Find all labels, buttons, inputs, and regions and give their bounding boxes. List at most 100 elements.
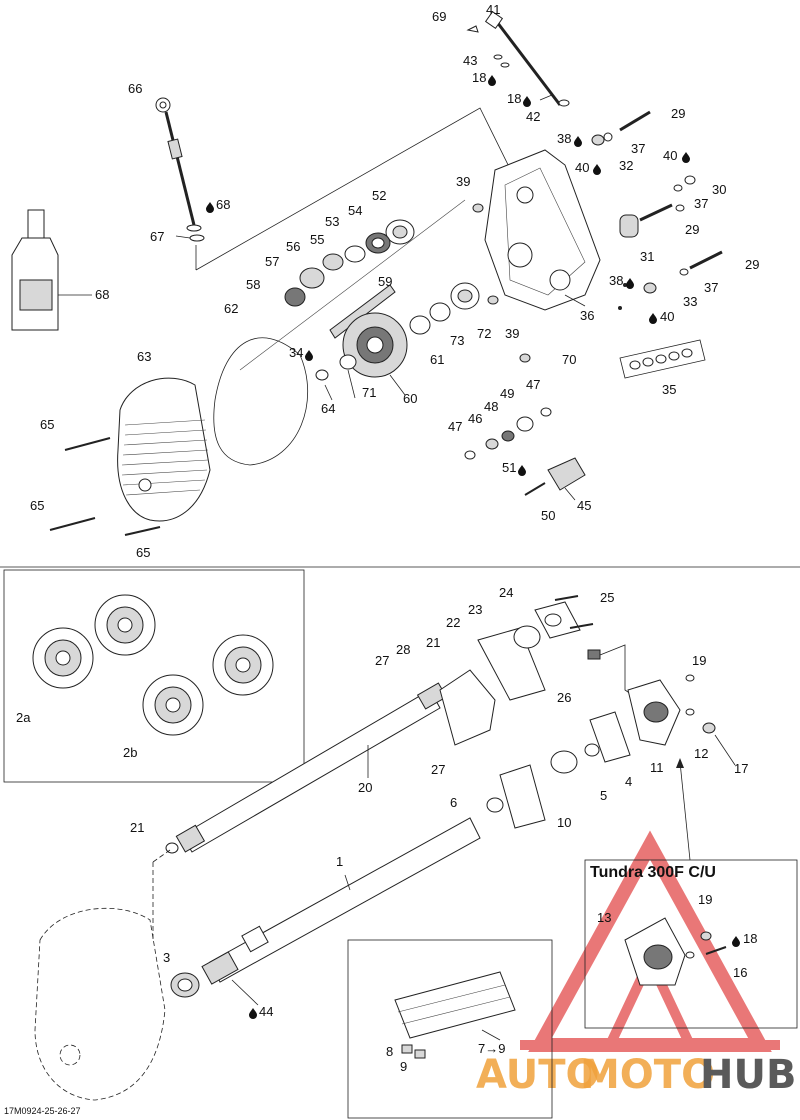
callout-25: 25 <box>600 590 614 605</box>
callout-36: 36 <box>580 308 594 323</box>
callout-73: 73 <box>450 333 464 348</box>
watermark-logo: AUTO MOTO HUB <box>476 830 796 1098</box>
callout-30: 30 <box>712 182 726 197</box>
tundra-bearing-flange <box>624 917 727 986</box>
callout-8: 8 <box>386 1044 393 1059</box>
callout-39-a: 39 <box>456 174 470 189</box>
gearbox-housing <box>484 149 601 311</box>
callout-50: 50 <box>541 508 555 523</box>
callout-52: 52 <box>372 188 386 203</box>
callout-63: 63 <box>137 349 151 364</box>
callout-18-a: 18 <box>472 70 486 85</box>
sprocket-2b-1 <box>142 674 204 736</box>
watermark-hub: HUB <box>700 1052 796 1098</box>
callout-10: 10 <box>557 815 571 830</box>
callout-13: 13 <box>597 910 611 925</box>
callout-20: 20 <box>358 780 372 795</box>
bearing-plates <box>165 595 716 998</box>
gearcase-ghost <box>34 849 171 1101</box>
callout-55: 55 <box>310 232 324 247</box>
callout-16: 16 <box>733 965 747 980</box>
callout-2a: 2a <box>16 710 31 725</box>
callout-66: 66 <box>128 81 142 96</box>
callout-26: 26 <box>557 690 571 705</box>
sprocket-2b-2 <box>212 634 274 696</box>
shim-set <box>619 339 706 379</box>
callout-leaders <box>175 235 736 1006</box>
callout-28: 28 <box>396 642 410 657</box>
callout-58: 58 <box>246 277 260 292</box>
track-clip-parts <box>394 971 516 1059</box>
callout-68-b: 68 <box>95 287 109 302</box>
drive-shaft-1 <box>201 817 481 985</box>
callout-40-a: 40 <box>575 160 589 175</box>
callout-40-c: 40 <box>660 309 674 324</box>
callout-29-c: 29 <box>745 257 759 272</box>
callout-21-b: 21 <box>130 820 144 835</box>
callout-31: 31 <box>640 249 654 264</box>
callout-62: 62 <box>224 301 238 316</box>
callout-53: 53 <box>325 214 339 229</box>
callout-49: 49 <box>500 386 514 401</box>
callout-37-b: 37 <box>694 196 708 211</box>
bolts-right <box>591 110 723 310</box>
callout-29-b: 29 <box>685 222 699 237</box>
callout-labels: 69 41 43 18 18 42 29 38 37 32 40 40 30 3… <box>16 2 759 1074</box>
callout-23: 23 <box>468 602 482 617</box>
gear-train <box>284 203 531 381</box>
callout-11: 11 <box>650 760 664 775</box>
oil-bottle <box>11 209 92 331</box>
shift-rod-assembly <box>466 10 570 107</box>
watermark-moto: MOTO <box>580 1052 715 1098</box>
callout-32: 32 <box>619 158 633 173</box>
callout-71: 71 <box>362 385 376 400</box>
callout-40-b: 40 <box>663 148 677 163</box>
callout-27-a: 27 <box>375 653 389 668</box>
callout-34: 34 <box>289 345 303 360</box>
drive-shaft-20 <box>175 682 448 853</box>
callout-4: 4 <box>625 774 632 789</box>
callout-6: 6 <box>450 795 457 810</box>
drive-sprockets <box>32 594 274 736</box>
callout-59: 59 <box>378 274 392 289</box>
inset-pointer-arrow <box>676 758 684 768</box>
callout-44: 44 <box>259 1004 273 1019</box>
callout-37-c: 37 <box>704 280 718 295</box>
drawing-reference: 17M0924-25-26-27 <box>4 1106 81 1116</box>
callout-67: 67 <box>150 229 164 244</box>
callout-72: 72 <box>477 326 491 341</box>
callout-68-a: 68 <box>216 197 230 212</box>
callout-35: 35 <box>662 382 676 397</box>
callout-38-b: 38 <box>609 273 623 288</box>
callout-22: 22 <box>446 615 460 630</box>
callout-42: 42 <box>526 109 540 124</box>
callout-19-b: 19 <box>698 892 712 907</box>
callout-3: 3 <box>163 950 170 965</box>
callout-57: 57 <box>265 254 279 269</box>
callout-54: 54 <box>348 203 362 218</box>
callout-9: 9 <box>400 1059 407 1074</box>
callout-43: 43 <box>463 53 477 68</box>
callout-37-a: 37 <box>631 141 645 156</box>
frame-lines <box>0 566 800 1119</box>
callout-29-a: 29 <box>671 106 685 121</box>
callout-1: 1 <box>336 854 343 869</box>
callout-64: 64 <box>321 401 335 416</box>
callout-56: 56 <box>286 239 300 254</box>
dipstick <box>155 97 205 242</box>
callout-46: 46 <box>468 411 482 426</box>
sprocket-2a-1 <box>32 627 94 689</box>
track-clips-box <box>347 939 553 1119</box>
callout-47-a: 47 <box>526 377 540 392</box>
callout-5: 5 <box>600 788 607 803</box>
callout-17: 17 <box>734 761 748 776</box>
callout-60: 60 <box>403 391 417 406</box>
callout-27-b: 27 <box>431 762 445 777</box>
sprocket-variants-box <box>3 569 305 783</box>
tundra-inset-box <box>584 859 798 1029</box>
callout-19-a: 19 <box>692 653 706 668</box>
watermark-auto: AUTO <box>476 1052 600 1098</box>
inset-title: Tundra 300F C/U <box>590 864 716 881</box>
cover-and-gasket <box>49 337 308 536</box>
